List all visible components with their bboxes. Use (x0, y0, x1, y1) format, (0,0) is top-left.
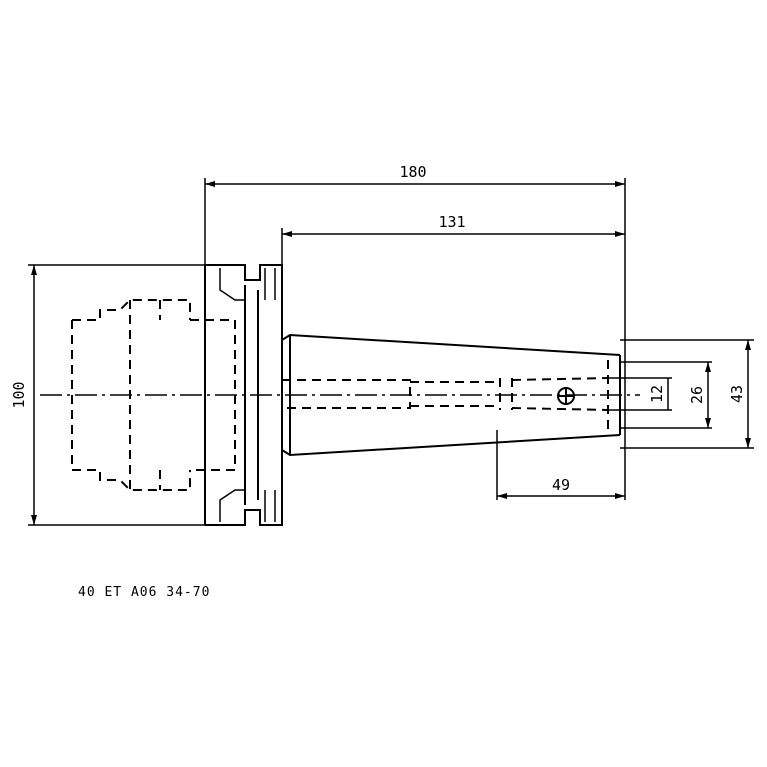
shank-length-label: 131 (438, 213, 465, 231)
dimension-nose-large-diameter: 43 (620, 339, 754, 449)
dimension-shank-length: 131 (281, 213, 625, 265)
flange (204, 264, 283, 526)
bore-diameter-label: 12 (648, 385, 666, 403)
bore-depth-label: 49 (552, 476, 570, 494)
dimension-bore-diameter: 12 (608, 377, 672, 411)
dimension-flange-diameter: 100 (10, 264, 205, 526)
dimension-bore-depth: 49 (496, 430, 625, 500)
part-number-caption: 40 ET A06 34-70 (78, 585, 210, 600)
set-screw-icon (557, 387, 575, 405)
dimension-overall-length: 180 (204, 163, 626, 500)
dimension-nose-small-diameter: 26 (620, 361, 712, 429)
overall-length-label: 180 (399, 163, 426, 181)
nose-large-diameter-label: 43 (728, 385, 746, 403)
flange-diameter-label: 100 (10, 381, 28, 408)
nose-small-diameter-label: 26 (688, 386, 706, 404)
